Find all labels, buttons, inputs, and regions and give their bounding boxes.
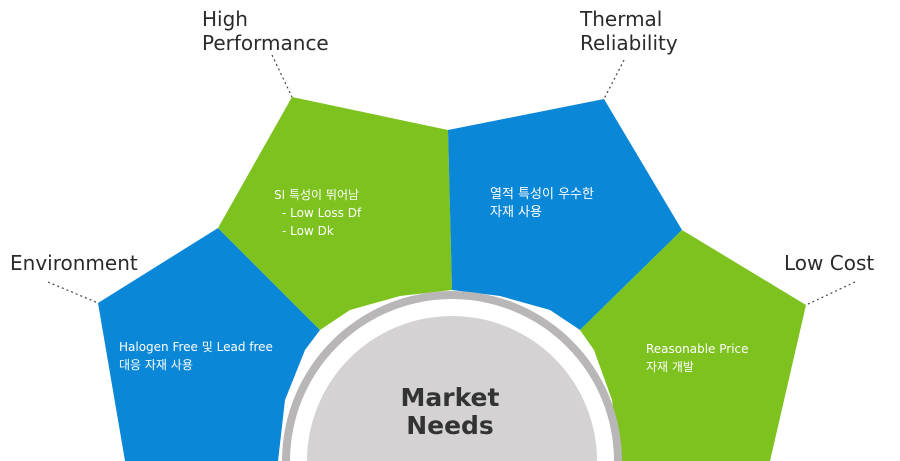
leader-low-cost: [805, 281, 856, 306]
title-high-performance: High Performance: [202, 7, 329, 55]
title-line: Performance: [202, 31, 329, 55]
segment-environment: [98, 228, 320, 461]
text-high-performance: SI 특성이 뛰어남 - Low Loss Df - Low Dk: [274, 186, 361, 240]
center-label: Market Needs: [350, 384, 550, 440]
title-line: Reliability: [580, 31, 678, 55]
leader-environment: [47, 281, 99, 304]
center-disc: [307, 316, 597, 461]
leader-thermal-reliability: [603, 59, 625, 100]
text-thermal-reliability: 열적 특성이 우수한 자재 사용: [490, 186, 594, 222]
segment-high-performance: [218, 97, 452, 330]
text-environment: Halogen Free 및 Lead free 대응 자재 사용: [119, 338, 273, 374]
text-line: 자재 사용: [490, 205, 542, 220]
title-line: High: [202, 7, 248, 31]
text-line: SI 특성이 뛰어남: [274, 188, 360, 202]
text-line: 열적 특성이 우수한: [490, 187, 594, 202]
text-line: 대응 자재 사용: [119, 358, 193, 372]
segment-thermal-reliability: [448, 99, 682, 330]
title-environment: Environment: [10, 251, 138, 275]
text-line: - Low Dk: [282, 224, 334, 238]
title-low-cost: Low Cost: [784, 251, 875, 275]
leader-high-performance: [271, 54, 293, 98]
center-line: Market: [400, 383, 500, 412]
segment-low-cost: [580, 230, 806, 461]
title-thermal-reliability: Thermal Reliability: [580, 7, 678, 55]
text-line: 자재 개발: [646, 360, 694, 374]
center-line: Needs: [406, 411, 494, 440]
text-line: - Low Loss Df: [282, 206, 362, 220]
text-low-cost: Reasonable Price 자재 개발: [646, 340, 749, 376]
text-line: Reasonable Price: [646, 342, 749, 356]
title-line: Thermal: [580, 7, 663, 31]
text-line: Halogen Free 및 Lead free: [119, 340, 273, 354]
